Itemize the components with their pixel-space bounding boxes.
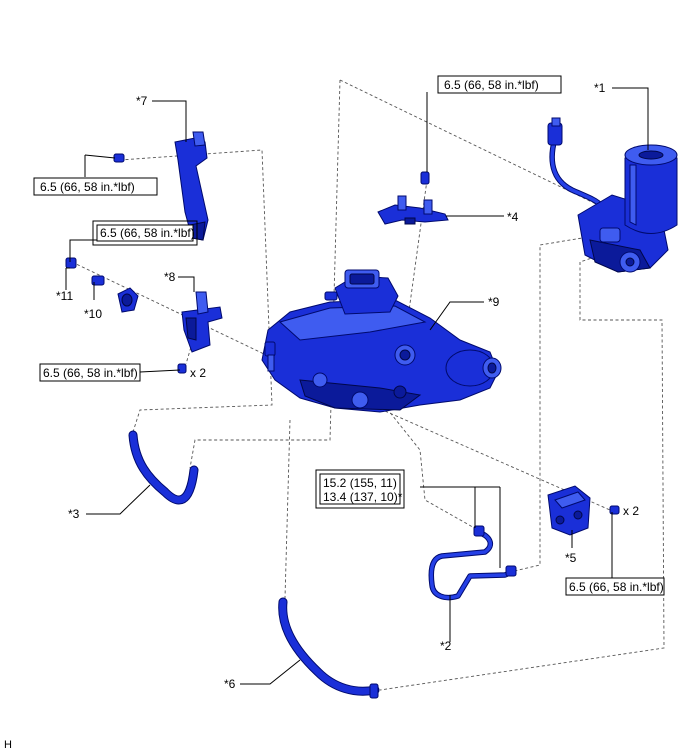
svg-text:6.5 (66, 58 in.*lbf): 6.5 (66, 58 in.*lbf) [40, 180, 135, 194]
label-part-1: *1 [594, 81, 606, 95]
svg-text:13.4 (137, 10)*: 13.4 (137, 10)* [323, 490, 403, 504]
bracket-part-7 [113, 131, 209, 241]
svg-text:6.5 (66, 58 in.*lbf): 6.5 (66, 58 in.*lbf) [100, 226, 195, 240]
label-part-5: *5 [565, 551, 577, 565]
hose-part-6 [278, 597, 380, 699]
multiplier-1: x 2 [190, 366, 206, 380]
bracket-part-5 [547, 485, 620, 536]
motor-pump-assembly [547, 117, 678, 273]
corner-letter: H [4, 739, 12, 751]
label-part-9: *9 [488, 295, 500, 309]
label-part-11: *11 [56, 289, 73, 303]
leader-lines [65, 87, 649, 685]
torque-spec-left-upper: 6.5 (66, 58 in.*lbf) [33, 177, 158, 196]
multiplier-2: x 2 [623, 504, 639, 518]
svg-text:6.5 (66, 58 in.*lbf): 6.5 (66, 58 in.*lbf) [444, 78, 539, 92]
torque-spec-right-lower: 6.5 (66, 58 in.*lbf) [565, 577, 665, 596]
part-labels: *1 *7 *4 *8 *9 *11 *10 *3 *5 *2 *6 x 2 x… [4, 81, 639, 751]
torque-spec-pipe: 15.2 (155, 11) 13.4 (137, 10)* [315, 469, 405, 509]
label-part-3: *3 [68, 507, 80, 521]
torque-spec-left-reuse: 6.5 (66, 58 in.*lbf) [92, 220, 198, 246]
label-part-6: *6 [224, 677, 236, 691]
label-part-4: *4 [507, 210, 519, 224]
svg-text:15.2 (155, 11): 15.2 (155, 11) [323, 476, 397, 490]
label-part-7: *7 [136, 94, 148, 108]
bracket-part-4 [377, 171, 449, 225]
brake-actuator-main-body [261, 269, 502, 413]
bracket-part-8 [177, 291, 223, 374]
small-parts-10-11 [65, 257, 139, 313]
hose-part-3 [128, 430, 199, 505]
torque-spec-left-lower: 6.5 (66, 58 in.*lbf) [39, 363, 141, 382]
label-part-2: *2 [440, 639, 452, 653]
label-part-8: *8 [164, 270, 176, 284]
svg-text:6.5 (66, 58 in.*lbf): 6.5 (66, 58 in.*lbf) [569, 580, 664, 594]
svg-text:6.5 (66, 58 in.*lbf): 6.5 (66, 58 in.*lbf) [43, 366, 138, 380]
brake-tube-part-2 [428, 525, 517, 601]
torque-spec-top: 6.5 (66, 58 in.*lbf) [437, 75, 562, 94]
label-part-10: *10 [84, 307, 102, 321]
